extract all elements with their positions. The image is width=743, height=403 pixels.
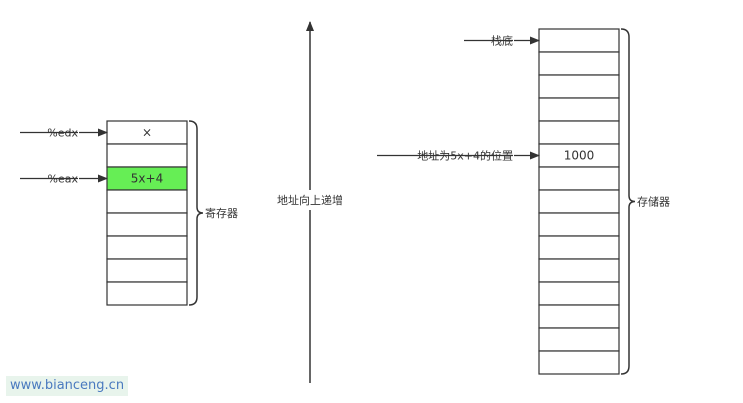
memory-cell-value: 1000: [564, 149, 595, 163]
memory-brace-label: 存储器: [637, 195, 670, 209]
register-cell: [106, 189, 188, 214]
memory-cell: [538, 97, 620, 122]
register-cell: [106, 258, 188, 283]
memory-cell: [538, 258, 620, 283]
register-cell: [106, 281, 188, 306]
memory-cell: [538, 281, 620, 306]
memory-cell: [538, 304, 620, 329]
register-cell: [106, 212, 188, 237]
watermark: www.bianceng.cn: [6, 376, 129, 396]
register-brace: [188, 120, 204, 306]
memory-cell: [538, 28, 620, 53]
memory-brace: [620, 28, 636, 375]
memory-cell: [538, 235, 620, 260]
memory-cell: [538, 189, 620, 214]
memory-cell: [538, 327, 620, 352]
memory-cell: [538, 212, 620, 237]
register-cell-value: 5x+4: [131, 172, 163, 186]
register-cell: [106, 235, 188, 260]
memory-cell: [538, 350, 620, 375]
register-cell: [106, 143, 188, 168]
address-axis: 地址向上递增: [270, 21, 350, 383]
memory-cell: [538, 120, 620, 145]
memory-cell: [538, 166, 620, 191]
axis-label-bg: [270, 190, 350, 210]
memory-cell: [538, 51, 620, 76]
axis-label: 地址向上递增: [277, 193, 343, 207]
memory-cell: [538, 74, 620, 99]
register-cell-value: ×: [142, 126, 152, 140]
register-brace-label: 寄存器: [205, 206, 238, 220]
